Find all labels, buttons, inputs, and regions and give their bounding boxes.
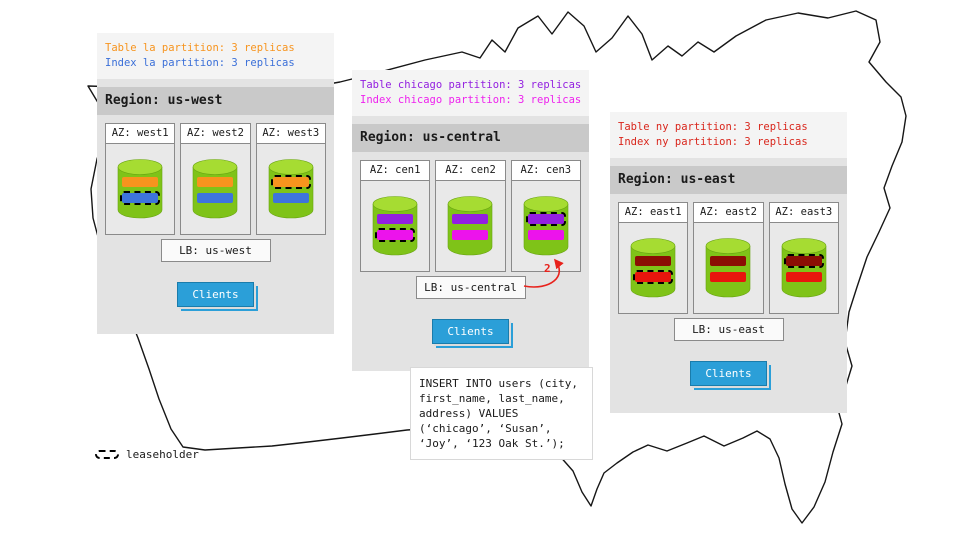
database-node xyxy=(780,237,828,299)
partition-notes: Table la partition: 3 replicas Index la … xyxy=(97,33,334,79)
index-replica-bar xyxy=(527,230,564,240)
az-body xyxy=(770,223,838,313)
database-cylinder-icon xyxy=(193,159,238,219)
az-card: AZ: cen1 xyxy=(360,160,431,272)
az-row: AZ: east1 AZ: east2 xyxy=(618,202,839,314)
az-card: AZ: west2 xyxy=(180,123,251,235)
region-title: Region: us-central xyxy=(352,124,589,152)
az-card: AZ: east3 xyxy=(768,202,839,314)
table-replica-bar xyxy=(197,177,234,187)
index-replica-bar xyxy=(710,272,747,282)
az-label: AZ: east3 xyxy=(769,203,838,223)
load-balancer: LB: us-west xyxy=(160,239,271,262)
az-body xyxy=(257,144,325,234)
az-body xyxy=(361,181,429,271)
az-label: AZ: cen2 xyxy=(436,161,505,181)
region-title: Region: us-east xyxy=(610,166,847,194)
az-card: AZ: west1 xyxy=(105,123,176,235)
az-card: AZ: east1 xyxy=(618,202,689,314)
index-partition-note: Index chicago partition: 3 replicas xyxy=(360,94,582,106)
az-row: AZ: west1 AZ: west2 xyxy=(105,123,326,235)
load-balancer: LB: us-east xyxy=(673,318,784,341)
database-node xyxy=(522,195,570,257)
database-cylinder-icon xyxy=(630,238,676,298)
table-replica-bar xyxy=(525,212,566,226)
clients-row: Clients xyxy=(352,319,589,344)
database-node xyxy=(371,195,419,257)
database-cylinder-icon xyxy=(523,196,569,256)
az-label: AZ: east2 xyxy=(694,203,763,223)
az-card: AZ: cen3 xyxy=(510,160,581,272)
region-panel-us-central: Table chicago partition: 3 replicas Inde… xyxy=(352,70,589,371)
az-label: AZ: west1 xyxy=(106,124,175,144)
database-cylinder-icon xyxy=(268,159,314,219)
leaseholder-legend: leaseholder xyxy=(95,448,199,461)
index-partition-note: Index la partition: 3 replicas xyxy=(105,57,295,69)
az-body xyxy=(694,223,762,313)
index-replica-bar xyxy=(633,270,674,284)
region-title: Region: us-west xyxy=(97,87,334,115)
index-replica-bar xyxy=(120,191,161,205)
leaseholder-legend-label: leaseholder xyxy=(126,448,199,461)
arrow-step-label: 2 xyxy=(544,262,551,275)
sql-statement-note: INSERT INTO users (city, first_name, las… xyxy=(410,367,593,460)
clients-button: Clients xyxy=(177,282,254,307)
az-card: AZ: west3 xyxy=(255,123,326,235)
az-label: AZ: east1 xyxy=(619,203,688,223)
partition-notes: Table ny partition: 3 replicas Index ny … xyxy=(610,112,847,158)
az-row: AZ: cen1 AZ: cen2 xyxy=(360,160,581,272)
load-balancer: LB: us-central xyxy=(415,276,526,299)
table-replica-bar xyxy=(452,214,489,224)
az-label: AZ: west3 xyxy=(256,124,325,144)
clients-button: Clients xyxy=(690,361,767,386)
clients-row: Clients xyxy=(610,361,847,386)
az-label: AZ: cen1 xyxy=(361,161,430,181)
az-card: AZ: cen2 xyxy=(435,160,506,272)
region-panel-us-east: Table ny partition: 3 replicas Index ny … xyxy=(610,112,847,413)
index-replica-bar xyxy=(375,228,416,242)
az-body xyxy=(181,144,249,234)
database-cylinder-icon xyxy=(781,238,827,298)
region-panel-us-west: Table la partition: 3 replicas Index la … xyxy=(97,33,334,334)
az-label: AZ: west2 xyxy=(181,124,250,144)
az-body xyxy=(619,223,687,313)
database-cylinder-icon xyxy=(706,238,751,298)
database-cylinder-icon xyxy=(372,196,418,256)
az-body xyxy=(512,181,580,271)
table-replica-bar xyxy=(122,177,159,187)
table-replica-bar xyxy=(710,256,747,266)
az-body xyxy=(436,181,504,271)
table-replica-bar xyxy=(783,254,824,268)
table-replica-bar xyxy=(377,214,414,224)
index-replica-bar xyxy=(197,193,234,203)
table-partition-note: Table la partition: 3 replicas xyxy=(105,42,295,54)
database-node xyxy=(629,237,677,299)
database-node xyxy=(267,158,315,220)
clients-row: Clients xyxy=(97,282,334,307)
az-label: AZ: cen3 xyxy=(511,161,580,181)
az-card: AZ: east2 xyxy=(693,202,764,314)
database-cylinder-icon xyxy=(117,159,163,219)
database-cylinder-icon xyxy=(448,196,493,256)
clients-button: Clients xyxy=(432,319,509,344)
index-replica-bar xyxy=(272,193,309,203)
partition-notes: Table chicago partition: 3 replicas Inde… xyxy=(352,70,589,116)
database-node xyxy=(704,237,752,299)
table-replica-bar xyxy=(635,256,672,266)
table-partition-note: Table chicago partition: 3 replicas xyxy=(360,79,582,91)
index-partition-note: Index ny partition: 3 replicas xyxy=(618,136,808,148)
database-node xyxy=(191,158,239,220)
leaseholder-dashed-icon xyxy=(95,450,119,459)
az-body xyxy=(106,144,174,234)
table-replica-bar xyxy=(270,175,311,189)
database-node xyxy=(116,158,164,220)
index-replica-bar xyxy=(452,230,489,240)
table-partition-note: Table ny partition: 3 replicas xyxy=(618,121,808,133)
database-node xyxy=(446,195,494,257)
index-replica-bar xyxy=(785,272,822,282)
